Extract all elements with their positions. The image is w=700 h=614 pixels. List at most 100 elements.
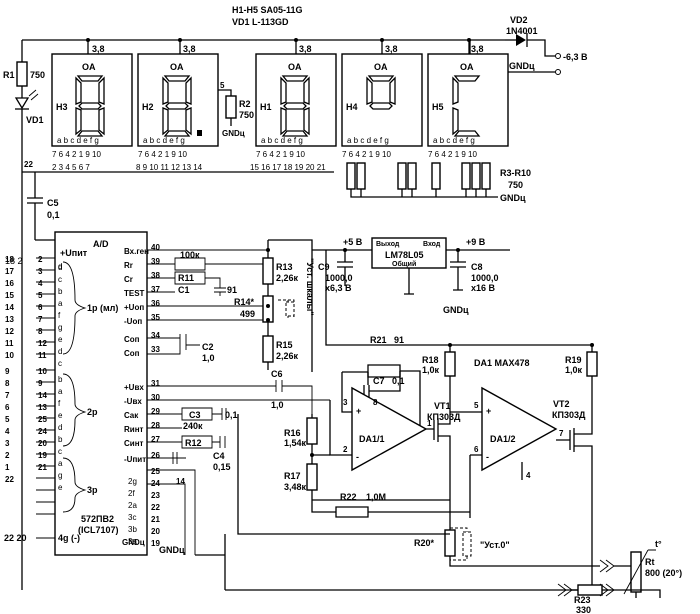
da1-1-minus: - (356, 452, 359, 462)
svg-text:H1: H1 (260, 102, 272, 112)
ic-pin-number-11: 28 (151, 421, 160, 430)
reg-part: LM78L05 (385, 250, 424, 260)
svg-text:3,8: 3,8 (92, 44, 105, 54)
r1-resistor (16, 61, 28, 87)
display-h5: 3,8 OA H5 a b c d e f g (427, 38, 509, 147)
c4-label: C4 (213, 451, 225, 461)
ic-pin-label-3: TEST (124, 289, 145, 298)
header-line-1: H1-H5 SA05-11G (232, 5, 303, 15)
ic-left-outer-1: 17 (5, 267, 14, 276)
c8-gnd: GNDц (443, 305, 469, 315)
ic-left-outer-16: 2 (5, 451, 10, 460)
ic-part-2: (ICL7107) (78, 525, 119, 535)
ic-pin-number-12: 27 (151, 435, 160, 444)
r16-label: R16 (284, 428, 301, 438)
ic-left-inner-16: 19 (38, 451, 47, 460)
ic-pin-label-1: Rr (124, 261, 133, 270)
c8-voltage: х16 В (471, 283, 496, 293)
ic-bottom-number-2: 23 (151, 491, 160, 500)
ic-3p-label: 3р (87, 485, 98, 495)
ic-pin-number-9: 30 (151, 393, 160, 402)
ic-left-inner-7: 12 (38, 339, 47, 348)
display-h4: 3,8 OA H4 a b c d e f g (341, 38, 423, 147)
h5-pins-top: 7 6 4 2 1 9 10 (428, 150, 477, 159)
vd2-type: 1N4001 (506, 26, 538, 36)
gnd-top-label: GNDц (509, 61, 535, 71)
c8-value: 1000,0 (471, 273, 499, 283)
r17-value: 3,48к (284, 482, 307, 492)
h2-pins-ic: 8 9 10 11 12 13 14 (136, 163, 203, 172)
ic-bottom-number-6: 19 (151, 539, 160, 548)
da1-2-minus: - (486, 452, 489, 462)
ic-left-outer-4: 14 (5, 303, 14, 312)
ic-part-1: 572ПВ2 (81, 514, 114, 524)
ic-left-letter-8: c (58, 359, 62, 368)
ic-left-outer-9: 9 (5, 367, 10, 376)
ic-bottom-pin-2: 2a (128, 501, 137, 510)
vd1-led (14, 89, 39, 110)
ic-seg-d-1: d (58, 262, 62, 271)
ic-left-outer-8: 10 (5, 351, 14, 360)
r20-zero-adjust (195, 414, 560, 590)
svg-text:H4: H4 (346, 102, 358, 112)
vt2-label: VT2 (553, 399, 570, 409)
ic-pin-label-4: +Uоп (124, 303, 144, 312)
r18-value: 1,0к (422, 365, 440, 375)
ic-left-outer-14: 4 (5, 427, 10, 436)
reg-in: Вход (423, 241, 441, 248)
c6-label: C6 (271, 369, 283, 379)
rt-temp: t° (655, 539, 662, 549)
rt-thermistor (225, 549, 661, 598)
svg-text:OA: OA (374, 62, 388, 72)
ic-gnd: GNDц (122, 538, 145, 547)
pin-2: 2 (343, 445, 348, 454)
ic-left-outer-12: 6 (5, 403, 10, 412)
svg-text:a b c d e f g: a b c d e f g (261, 136, 303, 145)
c3-label: C3 (189, 410, 201, 420)
r14-value: 499 (240, 309, 255, 319)
svg-text:a b c d e f g: a b c d e f g (143, 136, 185, 145)
ic-pin-number-5: 35 (151, 313, 160, 322)
ic-gnd-bottom: GNDц (159, 545, 185, 555)
ic-left-outer-10: 8 (5, 379, 10, 388)
ic-left-letter-16: a (58, 459, 63, 468)
r13-label: R13 (276, 262, 293, 272)
display-h2: 3,8 OA H2 a b c d e f g 5 (137, 38, 237, 147)
ic-left-outer-0: 18 (5, 255, 14, 264)
h4-pins-top: 7 6 4 2 1 9 10 (342, 150, 391, 159)
ic-left-outer-15: 3 (5, 439, 10, 448)
ic-pin-number-7: 33 (151, 345, 160, 354)
r11-label: R11 (178, 273, 194, 283)
ic-pin-number-13: 26 (151, 451, 160, 460)
c3-value: 0,1 (225, 410, 238, 420)
ic-bottom-pin-1: 2f (128, 489, 135, 498)
c2-label: C2 (202, 342, 214, 352)
ic-bottom-pin-0: 2g (128, 477, 137, 486)
c2-value: 1,0 (202, 353, 215, 363)
opamp-section (306, 250, 598, 590)
r19-value: 1,0к (565, 365, 583, 375)
ic-left-letter-2: b (58, 287, 63, 296)
vt1-label: VT1 (434, 401, 451, 411)
r-240k: 240к (183, 421, 203, 431)
c5-value: 0,1 (47, 210, 60, 220)
ic-left-letter-5: g (58, 323, 62, 332)
display-h3: 3,8 OA H3 a b c d e f g (51, 38, 133, 147)
ic-left-outer-2: 16 (5, 279, 14, 288)
r15-label: R15 (276, 340, 293, 350)
ic-left-inner-11: 14 (38, 391, 47, 400)
pin-7: 7 (559, 429, 564, 438)
da1-2-label: DA1/2 (490, 434, 516, 444)
ic-bottom-pin-4: 3b (128, 525, 137, 534)
c9-value: 1000,0 (325, 273, 353, 283)
ic-pin-number-10: 29 (151, 407, 160, 416)
ic-left-pins (36, 257, 87, 539)
ic-left-outer-6: 12 (5, 327, 14, 336)
ic-left-inner-10: 9 (38, 379, 43, 388)
svg-text:OA: OA (170, 62, 184, 72)
ic-pin-label-8: +Uвх (124, 383, 144, 392)
pin-6: 6 (474, 445, 479, 454)
